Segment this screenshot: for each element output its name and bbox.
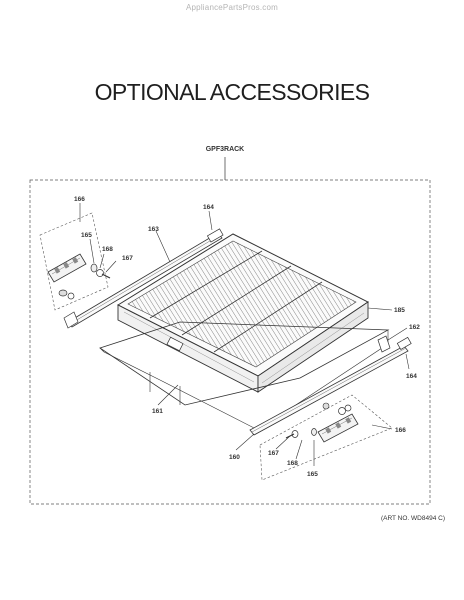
kit-frame [29,179,431,505]
kit-label: GPF3RACK [205,146,245,153]
left-clip-group-frame [39,212,109,311]
rack-basket [116,233,369,393]
callout-185: 185 [394,307,405,314]
callout-164-top: 164 [203,204,214,211]
watermark: AppliancePartsPros.com [186,3,278,12]
page-title: OPTIONAL ACCESSORIES [94,79,370,105]
callout-165-bottom: 165 [307,471,318,478]
callout-167-left: 167 [122,255,133,262]
callout-166-right: 166 [395,427,406,434]
left-rail [63,228,224,329]
callout-166-left: 166 [74,196,85,203]
callout-165-left: 165 [81,232,92,239]
callout-164-right: 164 [406,373,417,380]
leader-lines [79,203,410,466]
callout-168-left: 168 [102,246,113,253]
callout-162: 162 [409,324,420,331]
callout-161: 161 [152,408,163,415]
callout-168-bottom: 168 [287,460,298,467]
left-clip-assembly [47,253,111,300]
right-clip-group-frame [259,394,393,481]
callout-167-bottom: 167 [268,450,279,457]
callout-160: 160 [229,454,240,461]
art-number: (ART NO. WD8494 C) [380,515,445,522]
right-rail [249,335,412,436]
callout-163: 163 [148,226,159,233]
